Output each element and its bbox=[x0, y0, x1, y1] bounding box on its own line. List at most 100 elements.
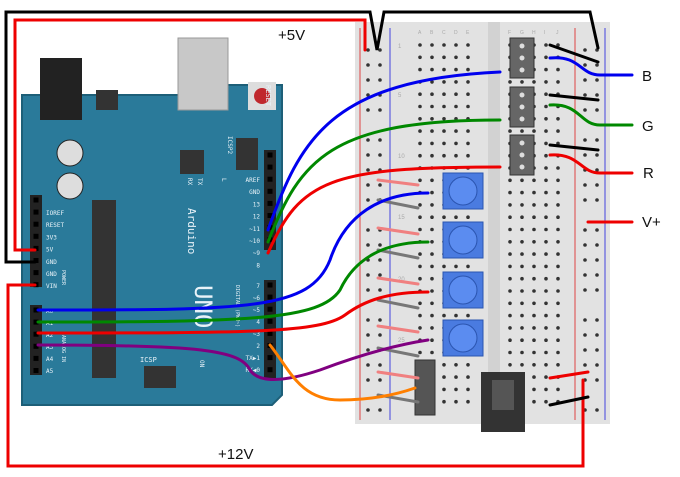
breadboard-hole bbox=[430, 240, 434, 244]
breadboard-hole bbox=[508, 190, 512, 195]
capacitor bbox=[56, 139, 84, 167]
breadboard-hole bbox=[520, 326, 524, 330]
column-label: D bbox=[454, 30, 458, 36]
breadboard-hole bbox=[418, 92, 422, 96]
breadboard-hole bbox=[532, 326, 536, 330]
row-label: 5 bbox=[398, 93, 402, 99]
breadboard-hole bbox=[378, 243, 382, 247]
breadboard-hole bbox=[430, 326, 434, 330]
wire-a0-blue bbox=[36, 191, 430, 312]
power-header-label: POWER bbox=[60, 270, 66, 286]
breadboard-hole bbox=[595, 378, 599, 382]
breadboard-hole bbox=[430, 301, 434, 306]
wire-pin2-orange bbox=[268, 343, 417, 402]
column-label: G bbox=[520, 30, 524, 36]
breadboard-hole bbox=[366, 93, 370, 97]
breadboard-hole bbox=[532, 129, 536, 133]
breadboard-hole bbox=[544, 80, 548, 84]
breadboard-hole bbox=[544, 104, 548, 109]
breadboard-hole bbox=[366, 168, 370, 172]
breadboard-hole bbox=[520, 203, 524, 207]
breadboard-hole bbox=[544, 166, 548, 170]
breadboard-hole bbox=[508, 363, 512, 367]
mosfets bbox=[509, 37, 535, 176]
pin-label: A2 bbox=[46, 332, 54, 339]
breadboard-hole bbox=[508, 264, 512, 269]
header-pin bbox=[33, 355, 39, 361]
breadboard-hole bbox=[366, 378, 370, 382]
breadboard-hole bbox=[430, 153, 434, 158]
breadboard-hole bbox=[595, 288, 599, 292]
wire-jack-black bbox=[548, 395, 590, 407]
breadboard-hole bbox=[418, 43, 422, 47]
row-label: 20 bbox=[398, 277, 405, 283]
breadboard-hole bbox=[583, 333, 587, 337]
wire-black-3 bbox=[548, 143, 600, 152]
breadboard-hole bbox=[556, 117, 560, 121]
breadboard-hole bbox=[454, 264, 458, 269]
power-header bbox=[30, 195, 42, 287]
breadboard-hole bbox=[520, 313, 524, 318]
breadboard-hole bbox=[366, 48, 370, 52]
wire-pin11-blue bbox=[266, 70, 502, 232]
breadboard-hole bbox=[583, 93, 587, 97]
pin-label: RX◀0 bbox=[246, 367, 261, 374]
breadboard-hole bbox=[595, 258, 599, 262]
header-pin bbox=[267, 176, 273, 182]
breadboard-hole bbox=[454, 363, 458, 367]
breadboard-hole bbox=[442, 313, 446, 318]
breadboard-hole bbox=[556, 276, 560, 281]
breadboard-hole bbox=[556, 215, 560, 219]
breadboard-hole bbox=[583, 318, 587, 322]
breadboard-hole bbox=[556, 387, 560, 392]
tx-label: TX bbox=[196, 178, 203, 186]
breadboard-hole bbox=[595, 138, 599, 142]
header-pin bbox=[267, 213, 273, 218]
breadboard-hole bbox=[430, 117, 434, 121]
breadboard-hole bbox=[430, 276, 434, 281]
breadboard-hole bbox=[454, 313, 458, 318]
breadboard-hole bbox=[466, 92, 470, 96]
pin-label: 5V bbox=[46, 247, 54, 254]
breadboard-hole bbox=[466, 313, 470, 318]
label-r: R bbox=[643, 165, 654, 182]
header-pin bbox=[33, 221, 39, 227]
breadboard-hole bbox=[508, 80, 512, 84]
breadboard-hole bbox=[520, 301, 524, 306]
breadboard-hole bbox=[366, 78, 370, 82]
breadboard-hole bbox=[366, 63, 370, 67]
breadboard-hole bbox=[508, 313, 512, 318]
breadboard-hole bbox=[466, 129, 470, 133]
breadboard-hole bbox=[418, 227, 422, 232]
reset-button-cap bbox=[254, 88, 270, 104]
breadboard-hole bbox=[378, 138, 382, 142]
pin-label: ~6 bbox=[253, 295, 261, 302]
breadboard-hole bbox=[556, 67, 560, 72]
breadboard-hole bbox=[583, 138, 587, 142]
breadboard-hole bbox=[532, 289, 536, 293]
breadboard-hole bbox=[430, 227, 434, 232]
breadboard-hole bbox=[544, 55, 548, 60]
breadboard-hole bbox=[430, 129, 434, 133]
breadboard-hole bbox=[366, 288, 370, 292]
breadboard-hole bbox=[520, 240, 524, 244]
breadboard-hole bbox=[466, 141, 470, 146]
breadboard-hole bbox=[520, 338, 524, 343]
breadboard-hole bbox=[442, 67, 446, 72]
breadboard-hole bbox=[532, 313, 536, 318]
breadboard-hole bbox=[520, 190, 524, 195]
breadboard-hole bbox=[556, 203, 560, 207]
column-label: C bbox=[442, 30, 446, 36]
label-b: B bbox=[642, 68, 652, 85]
breadboard-hole bbox=[532, 178, 536, 183]
breadboard-hole bbox=[532, 276, 536, 281]
header-pin bbox=[267, 282, 273, 288]
breadboard-hole bbox=[595, 318, 599, 322]
breadboard-hole bbox=[544, 141, 548, 146]
breadboard-hole bbox=[454, 43, 458, 47]
row-label: 1 bbox=[398, 44, 402, 50]
breadboard-hole bbox=[532, 190, 536, 195]
breadboard-hole bbox=[442, 375, 446, 379]
breadboard-hole bbox=[595, 363, 599, 367]
breadboard-hole bbox=[378, 63, 382, 67]
